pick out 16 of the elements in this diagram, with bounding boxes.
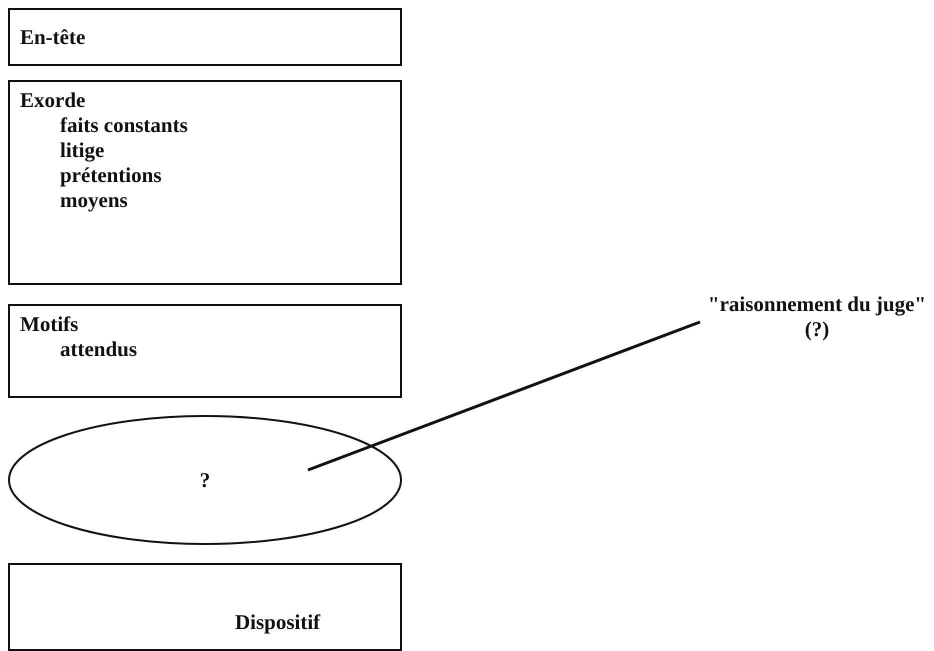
section-heading: Dispositif bbox=[235, 610, 320, 635]
section-box bbox=[8, 8, 402, 66]
section-item: prétentions bbox=[60, 163, 162, 188]
section-box bbox=[8, 563, 402, 651]
section-item: litige bbox=[60, 138, 104, 163]
section-item: attendus bbox=[60, 337, 138, 362]
section-item: faits constants bbox=[60, 113, 188, 138]
section-box bbox=[8, 80, 402, 285]
section-heading: Motifs bbox=[20, 312, 78, 337]
leader-line bbox=[307, 320, 701, 472]
section-heading: ? bbox=[200, 468, 210, 492]
section-heading: En-tête bbox=[20, 24, 86, 50]
section-box bbox=[8, 304, 402, 398]
section-heading: Exorde bbox=[20, 88, 86, 113]
callout-text: "raisonnement du juge" (?) bbox=[706, 292, 928, 342]
section-item: moyens bbox=[60, 188, 128, 213]
